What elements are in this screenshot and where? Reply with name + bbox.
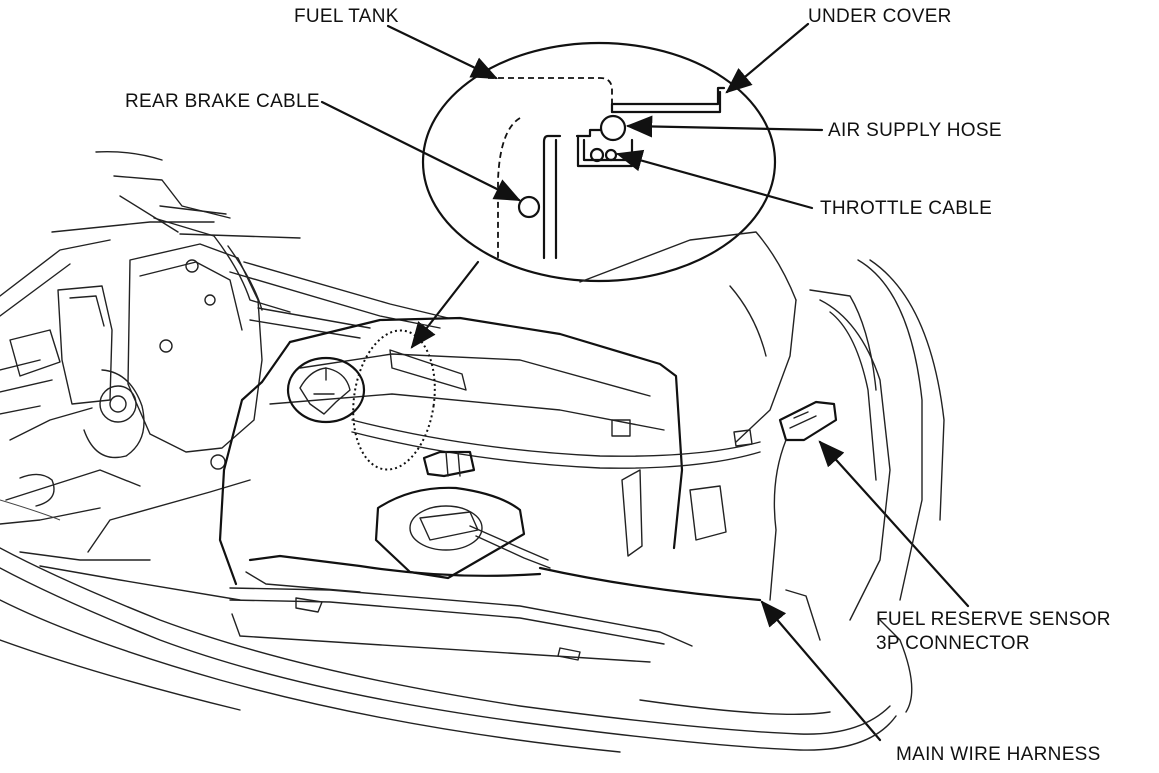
- main-wire-harness-run: [538, 566, 762, 602]
- label-under-cover: UNDER COVER: [808, 6, 952, 27]
- filler-neck: [286, 356, 366, 424]
- leader-fuel-reserve-sensor: [818, 440, 970, 608]
- label-air-supply-hose: AIR SUPPLY HOSE: [828, 120, 1002, 141]
- label-throttle-cable: THROTTLE CABLE: [820, 198, 993, 219]
- leader-lines: [320, 22, 970, 742]
- fuel-sender-flange: [374, 486, 526, 580]
- label-3p-connector: 3P CONNECTOR: [876, 633, 1030, 654]
- bumper-outer: [0, 547, 891, 735]
- canister-housing: [127, 243, 263, 453]
- vehicle-underbody: [0, 151, 945, 753]
- vent-tube: [389, 349, 467, 391]
- fuel-tank-left-edge: [218, 340, 292, 586]
- fuel-reserve-sensor-connector: [778, 400, 838, 442]
- cable-channel: [576, 134, 634, 168]
- crossmember: [229, 587, 693, 647]
- label-rear-brake-cable: REAR BRAKE CABLE: [125, 91, 320, 112]
- leader-under-cover: [725, 22, 810, 94]
- body-panel-right: [819, 299, 891, 621]
- fuel-tank-top-edge: [288, 316, 684, 550]
- fuel-filter: [57, 285, 113, 405]
- leader-throttle-cable: [615, 149, 814, 210]
- under-cover-bracket: [610, 86, 726, 114]
- fuel-tank-edge: [497, 117, 521, 258]
- detail-inset: [421, 41, 777, 283]
- leader-main-wire-harness: [760, 600, 882, 742]
- cable-clamp: [422, 450, 476, 478]
- rear-brake-cable-section: [517, 195, 541, 219]
- detail-ellipse: [421, 41, 777, 283]
- leader-detail-to-tank: [410, 260, 480, 349]
- leader-rear-brake-cable: [320, 100, 521, 202]
- throttle-cable-section: [589, 147, 605, 163]
- air-supply-hose-section: [599, 114, 627, 142]
- brake-cable-run: [351, 419, 761, 457]
- under-cover-wall: [542, 134, 562, 260]
- fuel-tank-outline: [488, 77, 613, 112]
- label-main-wire-harness: MAIN WIRE HARNESS: [896, 744, 1101, 765]
- detail-locator: [352, 329, 436, 471]
- label-fuel-reserve-sensor: FUEL RESERVE SENSOR: [876, 609, 1111, 630]
- label-fuel-tank: FUEL TANK: [294, 6, 399, 27]
- leader-fuel-tank: [386, 24, 498, 80]
- leader-air-supply-hose: [625, 115, 824, 138]
